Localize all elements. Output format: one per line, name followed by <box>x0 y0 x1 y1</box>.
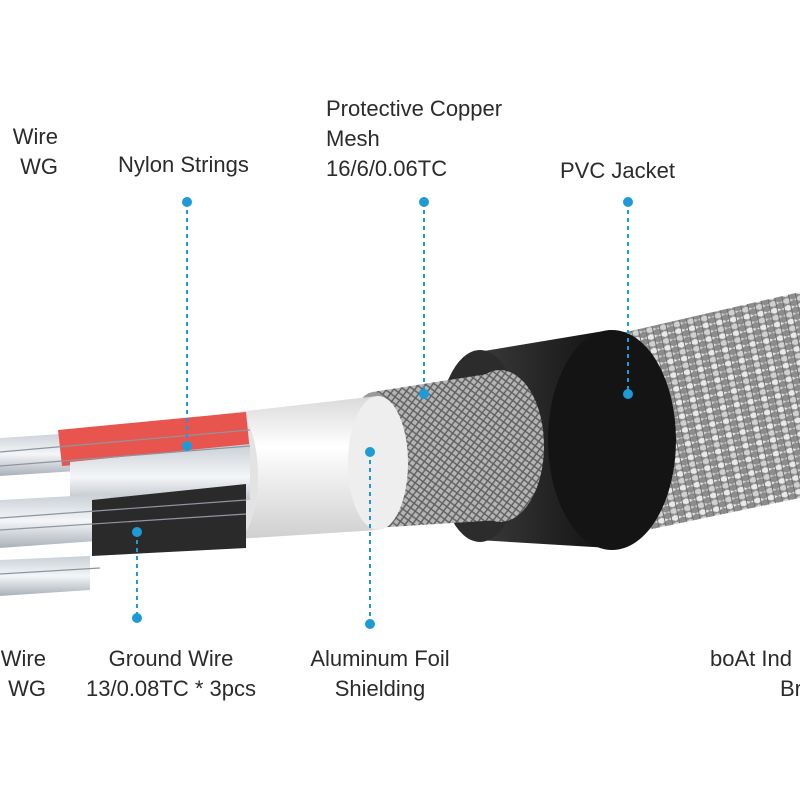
dot-nylon-top <box>182 197 192 207</box>
dot-pvc-bottom <box>623 389 633 399</box>
inner-conductors <box>0 412 251 596</box>
dot-pvc-top <box>623 197 633 207</box>
dot-nylon-bottom <box>182 441 192 451</box>
label-nylon-strings: Nylon Strings <box>118 152 249 177</box>
dot-mesh-top <box>419 197 429 207</box>
leader-lines <box>136 202 629 624</box>
dot-ground-bottom <box>132 613 142 623</box>
dot-mesh-bottom <box>419 389 429 399</box>
label-aluminum-foil: Aluminum Foil Shielding <box>310 646 450 701</box>
label-pvc-jacket: PVC Jacket <box>560 158 675 183</box>
label-copper-mesh: Protective Copper Mesh 16/6/0.06TC <box>326 96 503 181</box>
label-signal-wire-bottom: Wire WG <box>0 646 46 701</box>
label-ground-wire: Ground Wire 13/0.08TC * 3pcs <box>86 646 256 701</box>
dot-ground-top <box>132 527 142 537</box>
dot-foil-bottom <box>365 619 375 629</box>
leader-dots <box>132 197 633 629</box>
dot-foil-top <box>365 447 375 457</box>
label-signal-wire-top: Wire WG <box>12 124 58 179</box>
